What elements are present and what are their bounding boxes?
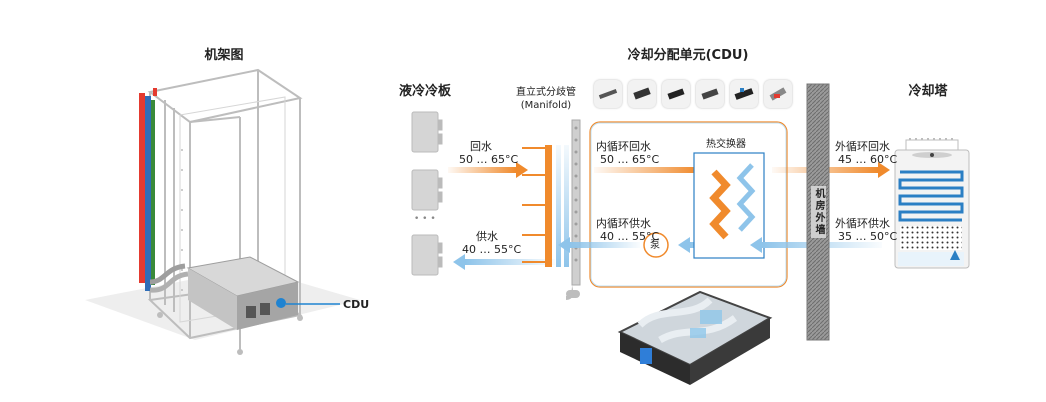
rack-illustration — [85, 68, 360, 355]
supply-water-temp: 40 … 55°C — [462, 243, 522, 256]
inner-supply-temp: 40 … 55°C — [600, 230, 660, 243]
inner-return-label: 内循环回水 — [596, 140, 651, 153]
cold-plate-title: 液冷冷板 — [398, 84, 452, 99]
outer-supply-temp: 35 … 50°C — [838, 230, 898, 243]
cdu-boundary — [589, 121, 788, 288]
pressure-sensor-icon — [628, 80, 656, 108]
manifold-label: 直立式分歧管 (Manifold) — [516, 86, 576, 112]
cdu-title: 冷却分配单元(CDU) — [627, 48, 749, 63]
sensor-icon-row — [594, 80, 804, 114]
cold-plate — [411, 169, 443, 211]
tower-title: 冷却塔 — [908, 84, 948, 99]
return-water-arrow — [448, 162, 528, 178]
return-water-label: 回水 — [470, 140, 492, 153]
manifold-label-line2: (Manifold) — [520, 100, 572, 111]
heat-exchanger-label: 热交换器 — [706, 139, 746, 150]
valve-sensor-icon — [764, 80, 792, 108]
level-sensor-icon — [696, 80, 724, 108]
heat-exchanger — [693, 152, 765, 259]
pump-label: 泵 — [650, 240, 660, 251]
rack-title: 机架图 — [204, 48, 244, 63]
cold-plate — [411, 234, 443, 276]
wall-label: 机房外墙 — [811, 186, 826, 238]
pump-icon — [643, 232, 669, 258]
leak-sensor-icon — [730, 80, 758, 108]
supply-water-label: 供水 — [476, 230, 498, 243]
inner-supply-label: 内循环供水 — [596, 217, 651, 230]
cdu-tag-label: CDU — [343, 298, 370, 311]
inner-return-temp: 50 … 65°C — [600, 153, 660, 166]
cold-plate-group — [411, 111, 443, 276]
outer-return-label: 外循环回水 — [835, 140, 890, 153]
cdu-product-image — [617, 290, 773, 385]
cold-plate — [411, 111, 443, 153]
outer-return-temp: 45 … 60°C — [838, 153, 898, 166]
cooling-tower — [894, 138, 970, 269]
flow-sensor-icon — [662, 80, 690, 108]
return-water-temp: 50 … 65°C — [459, 153, 519, 166]
manifold — [522, 119, 581, 300]
outer-supply-label: 外循环供水 — [835, 217, 890, 230]
temperature-sensor-icon — [594, 80, 622, 108]
manifold-label-line1: 直立式分歧管 — [516, 87, 576, 98]
supply-water-arrow — [453, 254, 555, 270]
more-plates-dots: • • • — [414, 214, 436, 224]
